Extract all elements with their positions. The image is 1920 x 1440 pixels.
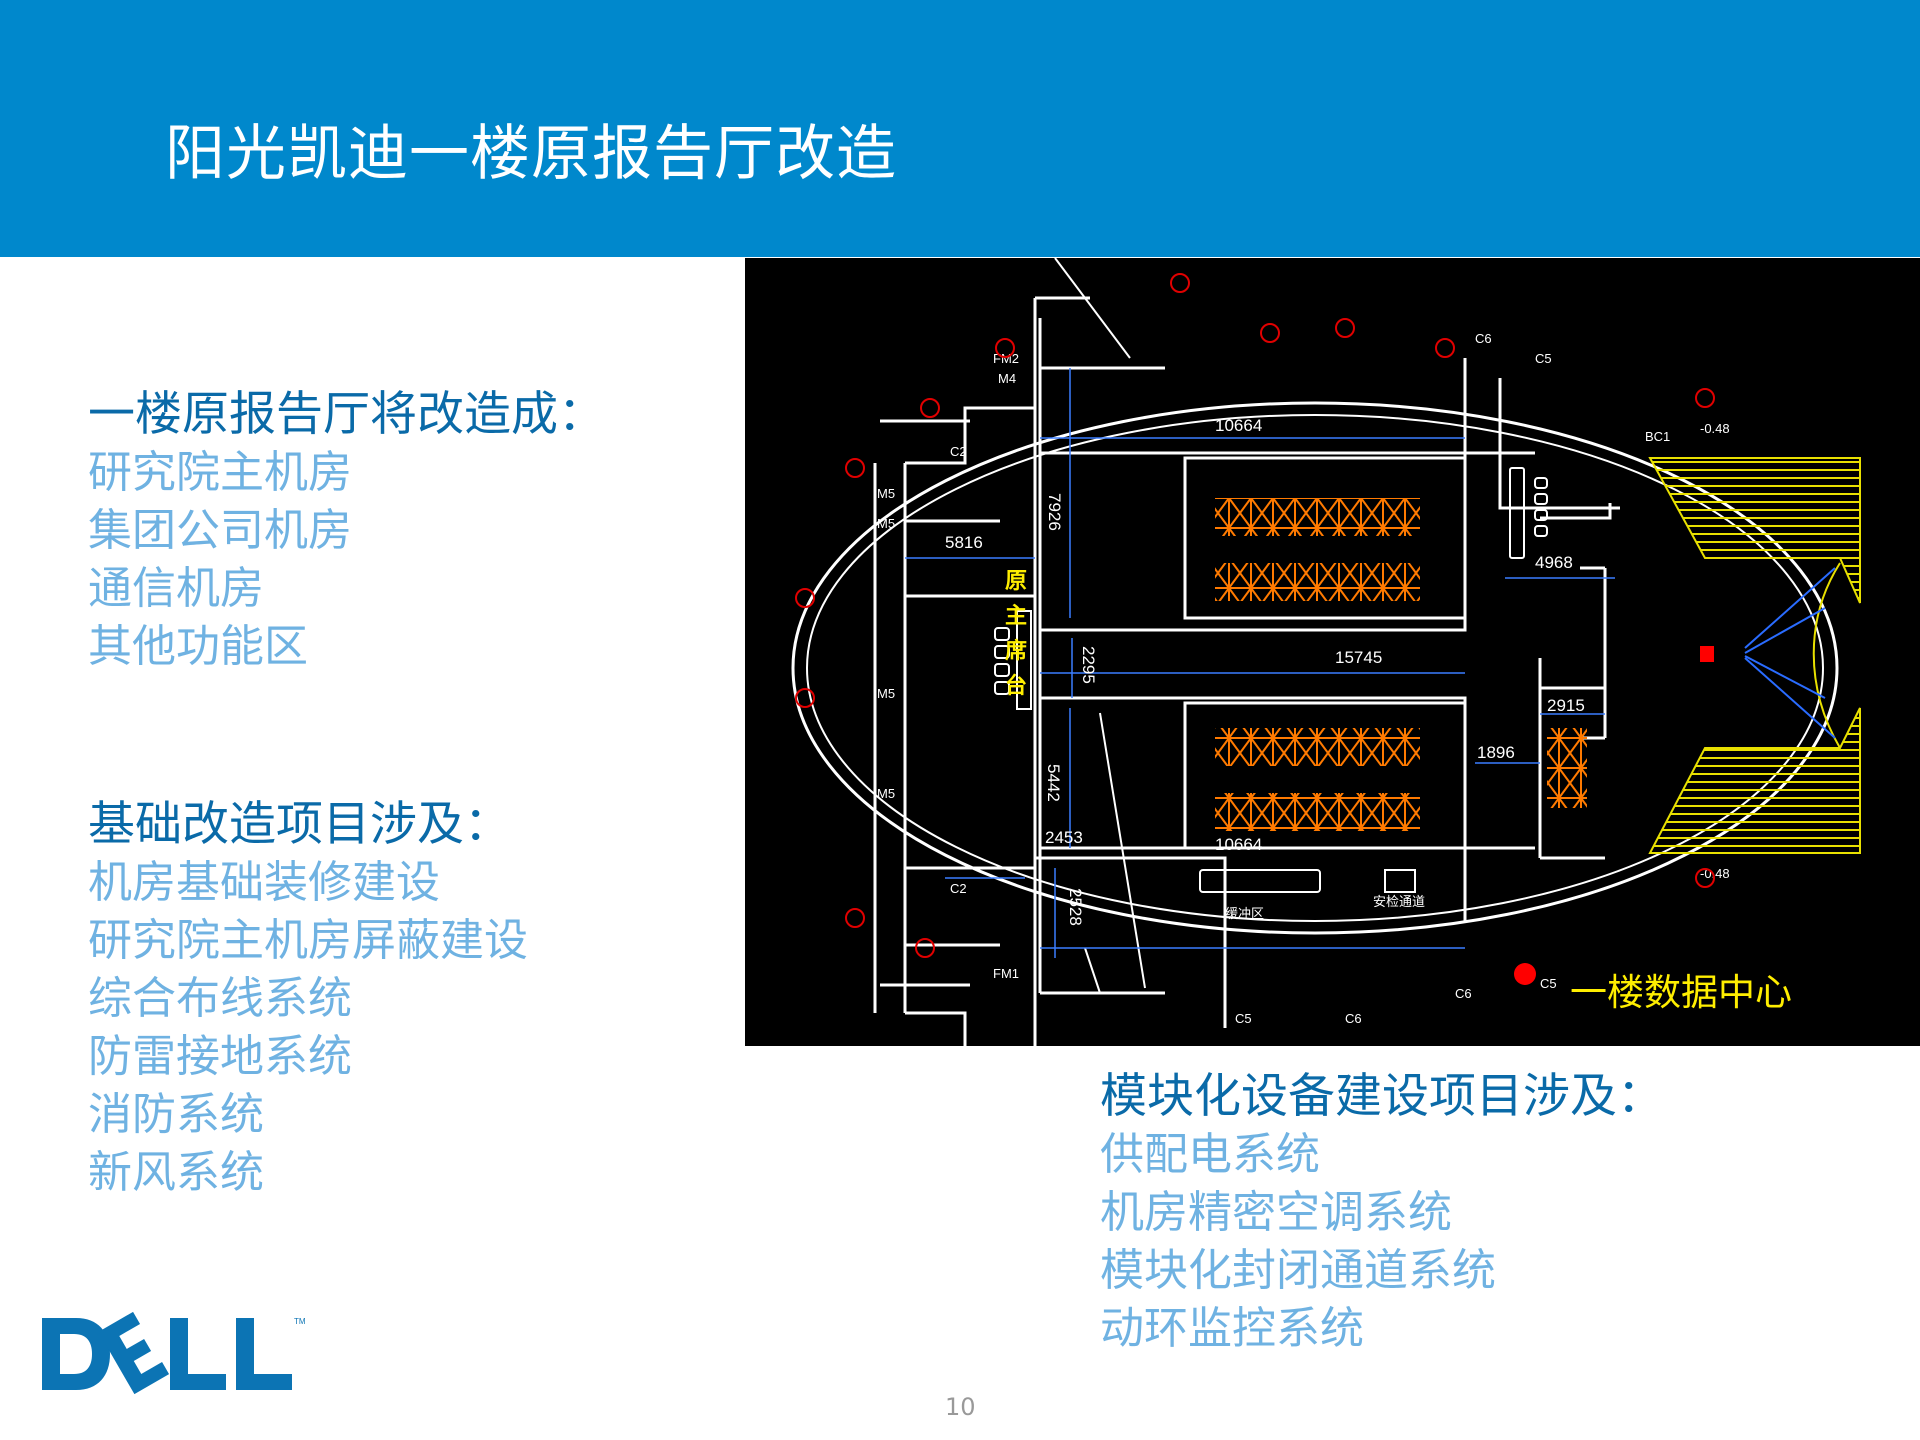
dim-height-top: 7926: [1045, 493, 1064, 531]
list-item: 动环监控系统: [1100, 1303, 1364, 1354]
list-item: 其他功能区: [88, 621, 308, 672]
list-item: 防雷接地系统: [88, 1031, 352, 1082]
slide-title: 阳光凯迪一楼原报告厅改造: [165, 119, 897, 189]
list-item: 消防系统: [88, 1089, 264, 1140]
left-top-block: 一楼原报告厅将改造成： 研究院主机房 集团公司机房 通信机房 其他功能区: [88, 386, 605, 676]
floorplan-caption: 一楼数据中心: [1570, 972, 1792, 1013]
list-item: 研究院主机房: [88, 447, 352, 498]
label-m5-d: M5: [877, 786, 895, 801]
dim-corridor: 15745: [1335, 648, 1382, 667]
label-c6-top: C6: [1475, 331, 1492, 346]
left-bottom-block: 基础改造项目涉及： 机房基础装修建设 研究院主机房屏蔽建设 综合布线系统 防雷接…: [88, 796, 528, 1202]
right-bottom-list: 供配电系统 机房精密空调系统 模块化封闭通道系统 动环监控系统: [1100, 1126, 1664, 1358]
dim-mid-right: 1896: [1477, 743, 1515, 762]
dim-height-bottom: 5442: [1044, 764, 1063, 802]
left-bottom-heading: 基础改造项目涉及：: [88, 797, 511, 852]
list-item: 综合布线系统: [88, 973, 352, 1024]
list-item: 通信机房: [88, 563, 264, 614]
dim-right-upper: 4968: [1535, 553, 1573, 572]
left-top-list: 研究院主机房 集团公司机房 通信机房 其他功能区: [88, 444, 605, 676]
list-item: 集团公司机房: [88, 505, 352, 556]
dim-bottom-left-w: 2453: [1045, 828, 1083, 847]
label-c2-bottom: C2: [950, 881, 967, 896]
list-item: 机房基础装修建设: [88, 857, 440, 908]
label-elev-top: -0.48: [1700, 421, 1730, 436]
label-m5-a: M5: [877, 486, 895, 501]
label-security: 安检通道: [1373, 894, 1425, 909]
title-banner: 阳光凯迪一楼原报告厅改造: [0, 0, 1920, 257]
list-item: 研究院主机房屏蔽建设: [88, 915, 528, 966]
label-c5-right: C5: [1540, 976, 1557, 991]
dim-left: 5816: [945, 533, 983, 552]
right-bottom-heading: 模块化设备建设项目涉及：: [1100, 1069, 1664, 1124]
label-c6-bottom: C6: [1345, 1011, 1362, 1026]
list-item: 模块化封闭通道系统: [1100, 1245, 1496, 1296]
label-c6-bottom-right: C6: [1455, 986, 1472, 1001]
svg-text:TM: TM: [294, 1317, 306, 1326]
dim-right-small: 2915: [1547, 696, 1585, 715]
right-bottom-block: 模块化设备建设项目涉及： 供配电系统 机房精密空调系统 模块化封闭通道系统 动环…: [1100, 1068, 1664, 1358]
desk-char-4: 台: [1005, 673, 1027, 698]
dim-height-mid: 2295: [1079, 646, 1098, 684]
list-item: 机房精密空调系统: [1100, 1187, 1452, 1238]
label-c2-top: C2: [950, 444, 967, 459]
floor-plan-drawing: 10664 10664 15745 5816 4968 2915 1896 24…: [745, 258, 1920, 1046]
list-item: 供配电系统: [1100, 1129, 1320, 1180]
desk-char-3: 席: [1005, 638, 1027, 663]
list-item: 新风系统: [88, 1147, 264, 1198]
dim-bottom-room: 10664: [1215, 835, 1262, 854]
desk-char-1: 原: [1005, 568, 1027, 593]
page-number: 10: [945, 1393, 976, 1421]
label-fm1: FM1: [993, 966, 1019, 981]
label-m5-c: M5: [877, 686, 895, 701]
label-buffer: 缓冲区: [1225, 906, 1264, 921]
desk-char-2: 主: [1005, 603, 1027, 628]
left-top-heading: 一楼原报告厅将改造成：: [88, 387, 605, 442]
dim-top-room: 10664: [1215, 416, 1262, 435]
label-m4: M4: [998, 371, 1016, 386]
dim-bottom-left-h: 2528: [1066, 888, 1085, 926]
left-bottom-list: 机房基础装修建设 研究院主机房屏蔽建设 综合布线系统 防雷接地系统 消防系统 新…: [88, 854, 528, 1202]
label-c5-bottom: C5: [1235, 1011, 1252, 1026]
dell-logo: TM: [40, 1310, 310, 1404]
label-bc1: BC1: [1645, 429, 1670, 444]
label-m5-b: M5: [877, 516, 895, 531]
label-c5-top: C5: [1535, 351, 1552, 366]
